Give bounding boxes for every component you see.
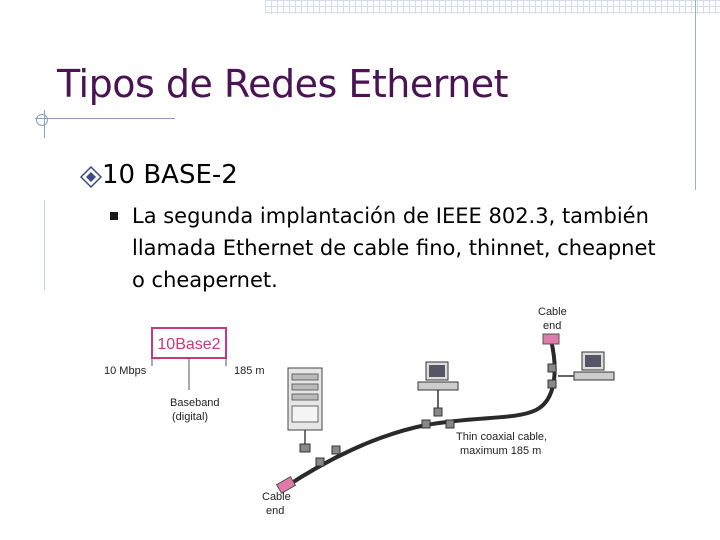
decorative-vline-left (44, 200, 45, 290)
cable-end-bottom-label: Cable (262, 491, 291, 503)
decorative-grid (265, 0, 720, 14)
baseband-sub-label: (digital) (172, 411, 208, 423)
speed-label: 10 Mbps (104, 365, 147, 377)
cable-end-terminator-top (542, 333, 560, 345)
t-connectors (299, 363, 557, 467)
server-tower-icon (287, 367, 323, 448)
decorative-vline-top (695, 0, 696, 190)
coax-cable (282, 339, 557, 490)
cable-end-top-label: Cable (538, 306, 567, 318)
coax-max-label: maximum 185 m (460, 445, 541, 457)
badge-label: 10Base2 (157, 336, 220, 353)
bullet-level1-text: 10 BASE-2 (102, 160, 238, 190)
title-underline (35, 118, 175, 119)
thin-ethernet-diagram: 10Base2 10 Mbps 185 m Baseband (digital)… (104, 306, 615, 517)
cable-end-top-label-2: end (543, 320, 561, 332)
diamond-bullet-icon (80, 166, 102, 188)
bullet-level2-text: La segunda implantación de IEEE 802.3, t… (132, 204, 656, 292)
length-label: 185 m (234, 365, 265, 377)
slide-title: Tipos de Redes Ethernet (57, 62, 509, 106)
baseband-label: Baseband (170, 397, 220, 409)
workstation-icon-1 (417, 361, 459, 412)
cable-end-terminator-bottom (275, 475, 297, 495)
cable-end-bottom-label-2: end (266, 505, 284, 517)
coax-label: Thin coaxial cable, (456, 431, 547, 443)
title-circle-mark (36, 114, 48, 126)
workstation-icon-2 (558, 351, 615, 381)
square-bullet-icon (110, 212, 118, 220)
